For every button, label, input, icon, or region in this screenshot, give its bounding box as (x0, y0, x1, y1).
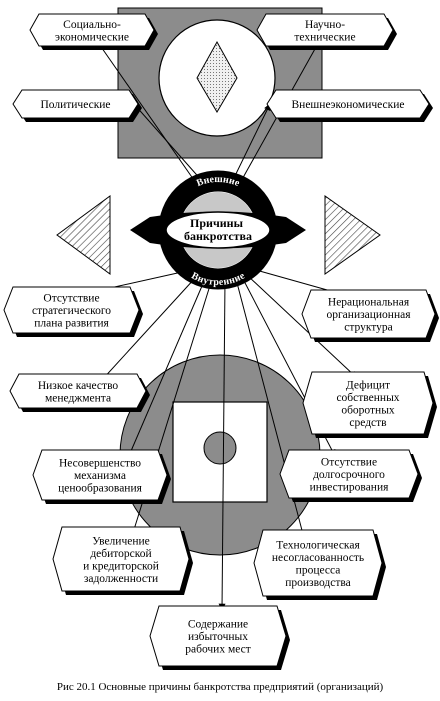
box-label-line: Социально- (63, 19, 121, 31)
box-label-line: инвестирования (310, 482, 390, 494)
box-label-line: экономические (55, 31, 129, 43)
box-label-line: менеджмента (45, 392, 111, 404)
box-label-line: стратегического (32, 305, 111, 317)
box-frame (3, 286, 140, 334)
box-label-line: организационная (326, 309, 411, 321)
box-label-line: Нерациональная (328, 297, 410, 309)
box-label-line: избыточных (188, 631, 248, 643)
external-factor-foreign: Внешнеэкономические (266, 89, 433, 122)
box-label-line: оборотных (341, 404, 395, 416)
arrow-7 (247, 275, 358, 379)
arrow-12 (218, 279, 226, 611)
left-triangle (56, 195, 111, 275)
center-oval (165, 211, 271, 249)
box-label: Социально-экономические (55, 19, 129, 44)
external-factor-socio: Социально-экономические (29, 13, 158, 50)
box-frame (32, 449, 168, 501)
center-title-line-2: банкротства (184, 229, 252, 243)
arrow-3 (231, 103, 271, 183)
box-frame (9, 373, 147, 409)
box-frame (12, 89, 139, 119)
arrow-2 (133, 103, 204, 183)
figure-caption: Рис 20.1 Основные причины банкротства пр… (56, 681, 384, 693)
box-frame (29, 13, 155, 47)
box-frame (301, 289, 436, 339)
box-label-line: Технологическая (276, 539, 360, 551)
box-label-line: Несовершенство (59, 458, 141, 470)
box-label-line: Внешнеэкономические (292, 99, 405, 111)
ring-label-external-text: Внешние (195, 174, 241, 189)
box-label-line: структура (344, 322, 393, 334)
bankruptcy-diagram: Внешние Внутренние Причины банкротства С… (3, 7, 439, 670)
ring-label-external: Внешние (195, 174, 241, 189)
box-frame (253, 529, 383, 597)
box-label-line: Научно- (305, 19, 345, 31)
right-triangle (324, 195, 381, 275)
box-label-line: рабочих мест (185, 644, 251, 656)
box-label-line: долгосрочного (313, 469, 385, 481)
box-label-line: дебиторской (90, 548, 151, 560)
box-label-line: плана развития (34, 318, 109, 330)
box-label: Политические (40, 99, 110, 111)
box-frame (279, 449, 419, 499)
box-label-line: Низкое качество (38, 380, 119, 392)
box-label-line: Отсутствие (43, 293, 99, 305)
external-factor-scitech: Научно-технические (256, 13, 397, 50)
arrow-8 (127, 278, 206, 459)
box-label-line: технические (294, 31, 355, 43)
box-frame (256, 13, 394, 47)
arrow-6 (100, 276, 197, 382)
box-label-line: процесса (296, 564, 341, 576)
box-label-line: Отсутствие (321, 457, 377, 469)
center-title-line-1: Причины (190, 216, 244, 230)
box-label-line: ценообразования (58, 483, 143, 495)
box-label-line: задолженности (84, 573, 158, 585)
box-label-line: Содержание (188, 619, 248, 631)
box-frame (52, 526, 190, 592)
factor-boxes: Социально-экономические Научно-технически… (3, 13, 439, 670)
box-label-line: Увеличение (92, 535, 150, 547)
box-label: Внешнеэкономические (292, 99, 405, 111)
box-label-line: собственных (336, 392, 399, 404)
diamond-shape (196, 40, 238, 113)
arrow-0 (89, 30, 197, 184)
box-frame (266, 89, 430, 119)
box-label-line: Политические (40, 99, 110, 111)
inner-small-circle (203, 431, 237, 465)
box-label-line: средств (349, 417, 387, 429)
box-frame (149, 605, 287, 667)
box-label-line: и кредиторской (83, 560, 159, 572)
box-label-line: Дефицит (346, 379, 390, 391)
box-label: Научно-технические (294, 19, 355, 44)
box-label-line: производства (285, 577, 351, 589)
external-factor-political: Политические (12, 89, 142, 122)
box-label-line: несогласованность (272, 552, 364, 564)
box-label-line: механизма (74, 470, 126, 482)
center-title: Причины банкротства (184, 216, 252, 243)
box-frame (302, 371, 434, 435)
